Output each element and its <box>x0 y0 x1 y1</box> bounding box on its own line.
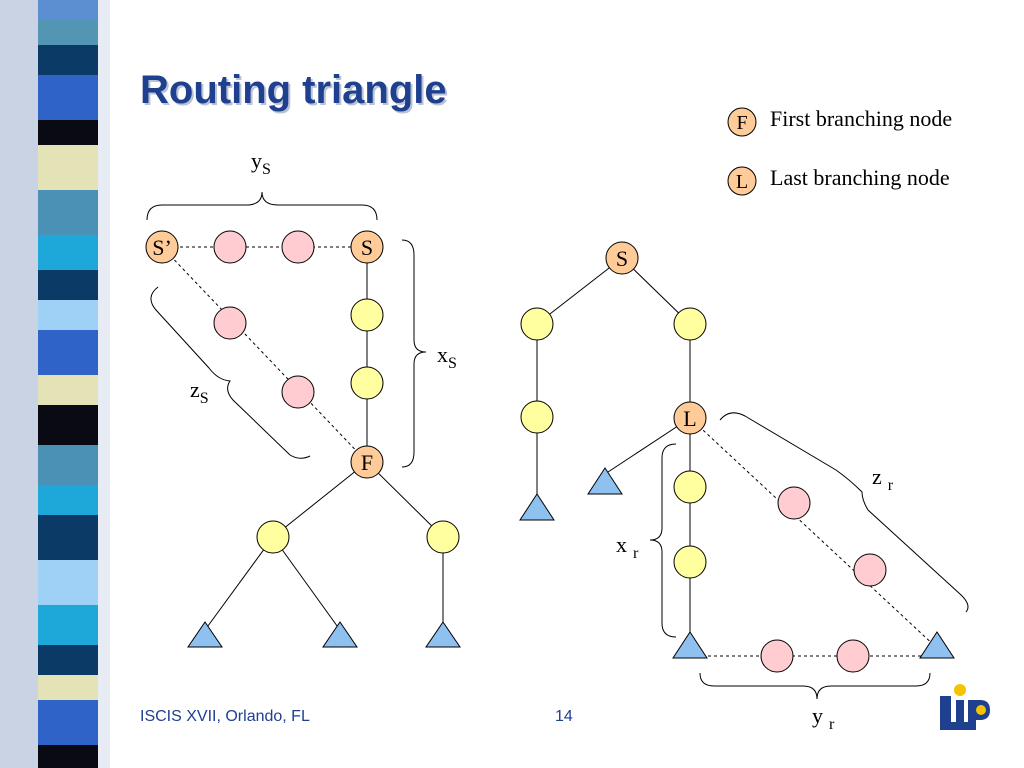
yellow-node <box>256 520 290 554</box>
f-node <box>350 445 384 479</box>
slide-title: Routing triangle <box>140 68 447 112</box>
legend: F First branching node L Last branching … <box>727 106 952 196</box>
edge <box>366 461 444 538</box>
leaf-triangle <box>187 621 223 648</box>
yellow-node <box>673 470 707 504</box>
edge <box>204 536 274 631</box>
pink-node <box>760 639 794 673</box>
yellow-node <box>673 307 707 341</box>
page-number: 14 <box>555 708 573 725</box>
left-tree: S’ S F yS xS zS <box>145 148 461 648</box>
edge <box>604 417 691 475</box>
leaf-triangle <box>672 631 708 659</box>
leaf-triangle <box>519 493 555 521</box>
pink-node <box>836 639 870 673</box>
xr-brace <box>649 443 677 638</box>
edge-dashed <box>161 246 368 463</box>
leaf-triangle <box>322 621 358 648</box>
xs-label: xS <box>437 342 457 372</box>
pink-node <box>281 375 315 409</box>
edge-dashed <box>689 417 938 649</box>
ys-brace <box>146 191 378 221</box>
pink-node <box>281 230 315 264</box>
s-label: S <box>361 235 373 260</box>
zr-brace <box>719 412 969 613</box>
pink-node <box>777 486 811 520</box>
zs-label: zS <box>190 377 209 407</box>
yellow-node <box>673 545 707 579</box>
pink-node <box>853 553 887 587</box>
edge <box>272 536 341 631</box>
s-label: S <box>616 246 628 271</box>
pink-node <box>213 306 247 340</box>
legend-last-text: Last branching node <box>770 165 950 190</box>
yellow-node <box>350 366 384 400</box>
yr-brace <box>699 672 931 700</box>
legend-first-symbol: F <box>736 112 747 134</box>
legend-last-symbol: L <box>736 171 748 193</box>
yellow-node <box>520 307 554 341</box>
leaf-triangle <box>425 621 461 648</box>
s-node <box>350 230 384 264</box>
xs-brace <box>401 239 427 468</box>
s-prime-label: S’ <box>152 235 172 260</box>
legend-last-node <box>727 166 757 196</box>
edge <box>272 461 368 538</box>
zs-brace <box>150 286 311 459</box>
s-prime-node <box>145 230 179 264</box>
l-node <box>673 401 707 435</box>
lip6-logo <box>940 684 990 730</box>
l-label: L <box>683 406 696 431</box>
f-label: F <box>361 450 373 475</box>
ys-label: yS <box>251 148 271 178</box>
decorative-side-stripe <box>0 0 120 768</box>
leaf-triangle <box>587 467 623 495</box>
footer-conference: ISCIS XVII, Orlando, FL <box>140 708 310 725</box>
legend-first-node <box>727 107 757 137</box>
yellow-node <box>350 298 384 332</box>
edge <box>536 257 623 325</box>
yellow-node <box>426 520 460 554</box>
legend-first-text: First branching node <box>770 106 952 131</box>
yellow-node <box>520 400 554 434</box>
s-node <box>605 241 639 275</box>
leaf-triangle <box>919 631 955 659</box>
pink-node <box>213 230 247 264</box>
